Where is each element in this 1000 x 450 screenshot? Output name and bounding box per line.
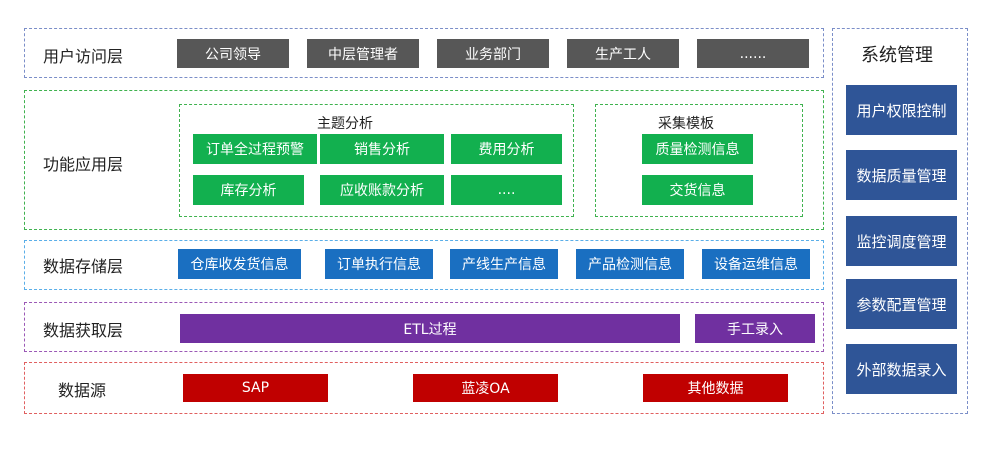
topic-analysis-title: 主题分析 <box>317 116 373 132</box>
user-managers-box: 中层管理者 <box>307 39 419 68</box>
expense-analysis-box: 费用分析 <box>451 134 562 164</box>
receivables-analysis-box: 应收账款分析 <box>320 175 444 205</box>
production-line-box: 产线生产信息 <box>450 249 558 279</box>
monitor-schedule-box: 监控调度管理 <box>846 216 957 266</box>
layer-function: 功能应用层 主题分析 订单全过程预警 销售分析 费用分析 库存分析 应收账款分析… <box>24 90 824 230</box>
layer-user-access: 用户访问层 公司领导 中层管理者 业务部门 生产工人 ...... <box>24 28 824 78</box>
collection-template-title: 采集模板 <box>658 116 714 132</box>
collection-template-group: 采集模板 质量检测信息 交货信息 <box>595 104 803 217</box>
system-management-panel: 系统管理 用户权限控制 数据质量管理 监控调度管理 参数配置管理 外部数据录入 <box>832 28 968 414</box>
product-inspection-box: 产品检测信息 <box>576 249 684 279</box>
equipment-ops-box: 设备运维信息 <box>702 249 810 279</box>
user-departments-box: 业务部门 <box>437 39 549 68</box>
order-alert-box: 订单全过程预警 <box>193 134 317 164</box>
lanling-oa-box: 蓝凌OA <box>413 374 558 402</box>
user-leaders-box: 公司领导 <box>177 39 289 68</box>
user-more-box: ...... <box>697 39 809 68</box>
layer-title-user-access: 用户访问层 <box>43 47 124 66</box>
external-data-entry-box: 外部数据录入 <box>846 344 957 394</box>
sales-analysis-box: 销售分析 <box>320 134 444 164</box>
quality-inspection-box: 质量检测信息 <box>642 134 753 164</box>
etl-process-box: ETL过程 <box>180 314 680 343</box>
layer-acquisition: 数据获取层 ETL过程 手工录入 <box>24 302 824 352</box>
layer-source: 数据源 SAP 蓝凌OA 其他数据 <box>24 362 824 414</box>
warehouse-info-box: 仓库收发货信息 <box>178 249 301 279</box>
layer-title-function: 功能应用层 <box>43 155 124 174</box>
system-management-title: 系统管理 <box>861 45 933 66</box>
layer-storage: 数据存储层 仓库收发货信息 订单执行信息 产线生产信息 产品检测信息 设备运维信… <box>24 240 824 290</box>
other-data-box: 其他数据 <box>643 374 788 402</box>
layer-title-acquisition: 数据获取层 <box>43 321 124 340</box>
topic-analysis-group: 主题分析 订单全过程预警 销售分析 费用分析 库存分析 应收账款分析 .... <box>179 104 574 217</box>
user-permission-box: 用户权限控制 <box>846 85 957 135</box>
delivery-info-box: 交货信息 <box>642 175 753 205</box>
layer-title-source: 数据源 <box>58 381 107 400</box>
data-quality-box: 数据质量管理 <box>846 150 957 200</box>
parameter-config-box: 参数配置管理 <box>846 279 957 329</box>
order-execution-box: 订单执行信息 <box>325 249 433 279</box>
user-workers-box: 生产工人 <box>567 39 679 68</box>
manual-entry-box: 手工录入 <box>695 314 815 343</box>
layer-title-storage: 数据存储层 <box>43 257 124 276</box>
topic-more-box: .... <box>451 175 562 205</box>
sap-box: SAP <box>183 374 328 402</box>
inventory-analysis-box: 库存分析 <box>193 175 304 205</box>
